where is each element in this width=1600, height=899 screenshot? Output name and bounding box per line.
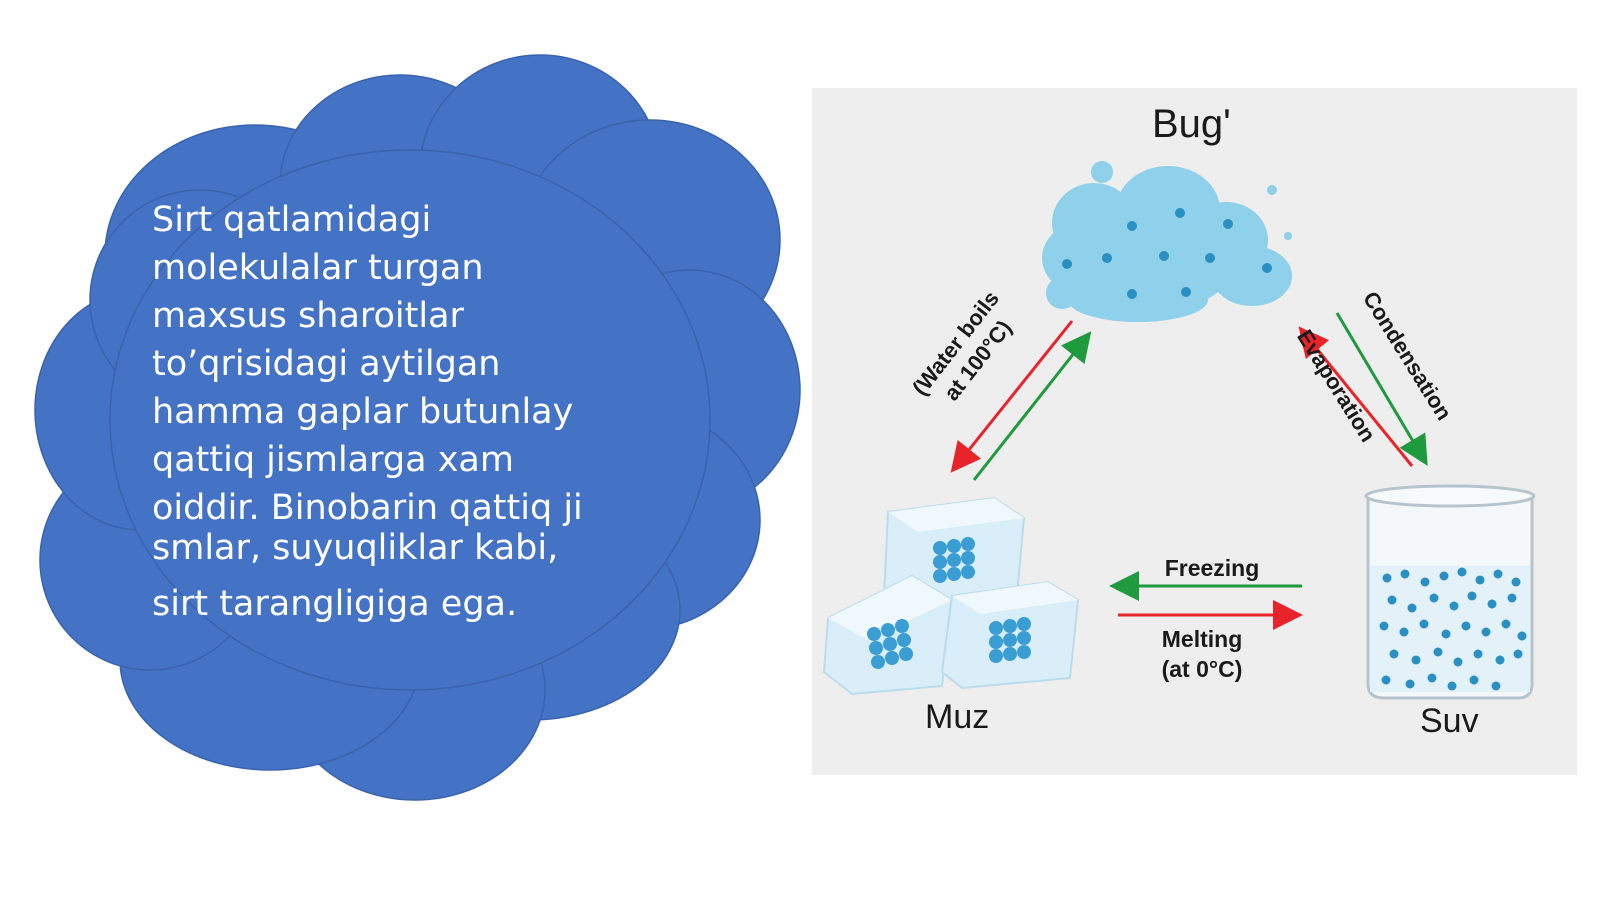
cloud-paragraph: Sirt qatlamidagi molekulalar turgan maxs… — [152, 196, 652, 628]
condensation-arrow-green — [1335, 312, 1428, 466]
vapor-label: Bug' — [1152, 102, 1231, 146]
melting-label: Melting (at 0°C) — [1132, 624, 1272, 684]
cloud-line: to’qrisidagi aytilgan — [152, 344, 501, 384]
cloud-line: Sirt qatlamidagi — [152, 200, 432, 240]
ice-cubes-icon — [822, 496, 1080, 696]
melting-label-line-2: (at 0°C) — [1161, 656, 1243, 682]
water-beaker-icon — [1364, 484, 1536, 700]
melting-label-line-1: Melting — [1161, 626, 1243, 652]
cloud-line: molekulalar turgan — [152, 248, 484, 288]
water-label: Suv — [1420, 702, 1479, 740]
ice-label: Muz — [925, 698, 990, 736]
freezing-label: Freezing — [1164, 555, 1260, 581]
cloud-line: maxsus sharoitlar — [152, 296, 464, 336]
cloud-line: qattiq jismlarga xam — [152, 440, 514, 480]
cloud-line: sirt tarangligiga ega. — [152, 584, 518, 624]
evaporation-arrow-red — [1298, 326, 1414, 467]
sublimation-arrow-green — [972, 331, 1092, 481]
cloud-line: smlar, suyuqliklar kabi, — [152, 528, 559, 568]
boil-arrow-red — [950, 320, 1074, 473]
cloud-line: hamma gaplar butunlay — [152, 392, 574, 432]
text-cloud-shape — [34, 54, 801, 801]
phase-diagram-panel: Bug' Muz Suv (Water boils at 100°C) Cond… — [812, 88, 1577, 775]
phase-diagram-graphics — [822, 161, 1536, 700]
cloud-line: oiddir. Binobarin qattiq ji — [152, 488, 583, 528]
vapor-cloud-icon — [1042, 161, 1292, 322]
